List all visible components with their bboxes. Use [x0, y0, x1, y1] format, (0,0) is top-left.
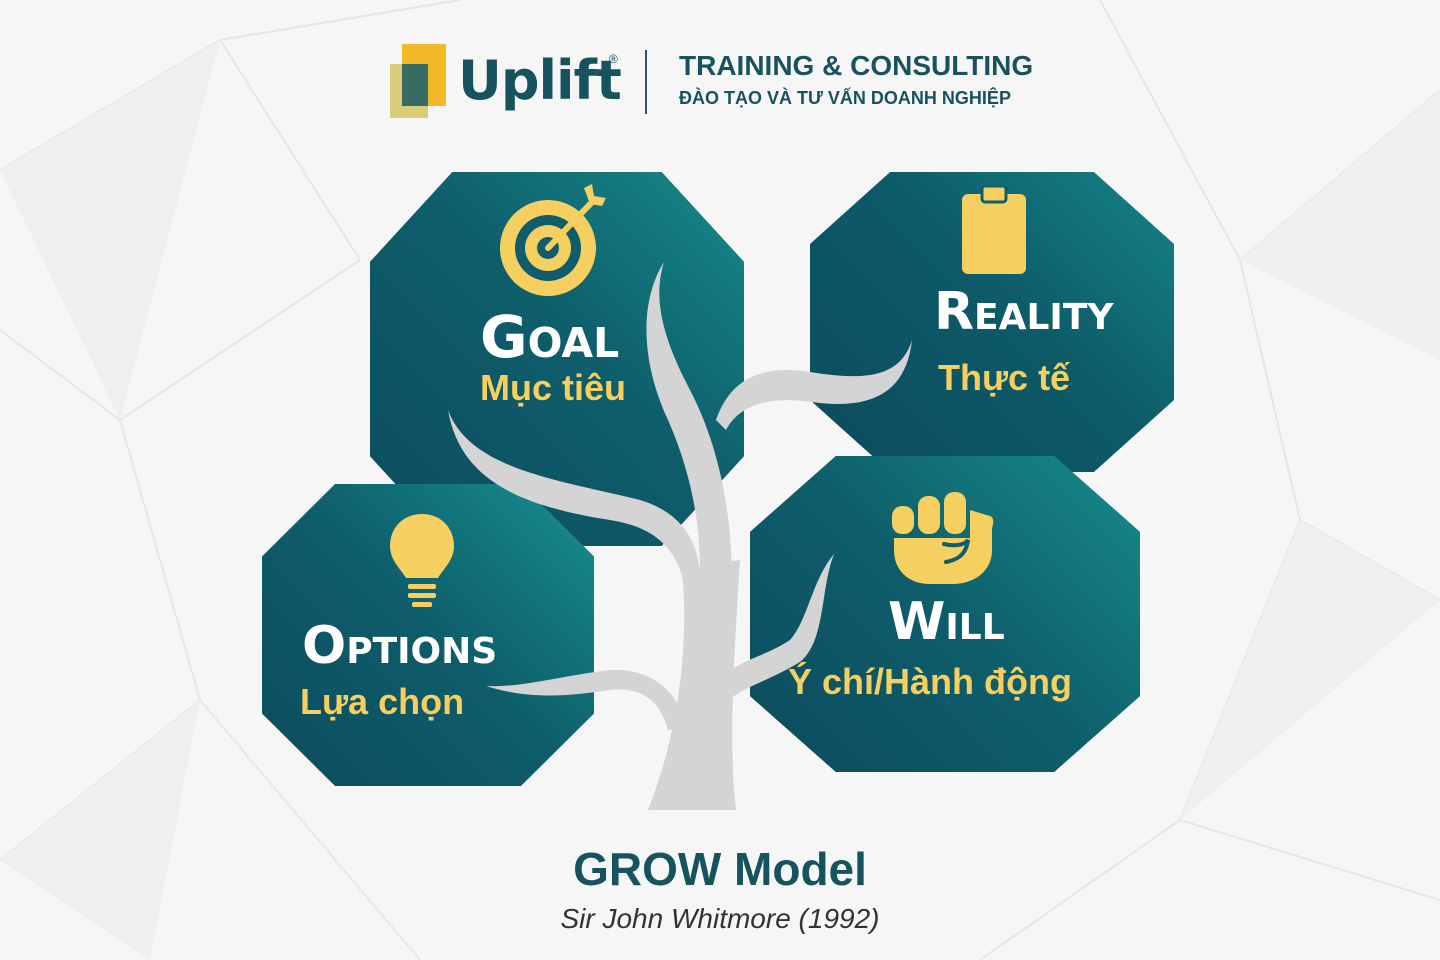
- will-subtitle: Ý chí/Hành động: [788, 661, 1072, 702]
- tagline-vietnamese: ĐÀO TẠO VÀ TƯ VẤN DOANH NGHIỆP: [679, 88, 1011, 108]
- header-divider: [645, 50, 647, 114]
- model-title: GROW Model: [573, 843, 867, 895]
- brand-name: Uplift: [458, 49, 622, 112]
- registered-mark: ®: [609, 52, 618, 66]
- options-subtitle: Lựa chọn: [300, 681, 465, 722]
- uplift-logo-icon: [390, 44, 446, 118]
- reality-subtitle: Thực tế: [938, 357, 1071, 398]
- model-attribution: Sir John Whitmore (1992): [560, 903, 880, 934]
- tagline-english: TRAINING & CONSULTING: [679, 50, 1034, 81]
- clipboard-icon: [962, 186, 1026, 274]
- lightbulb-icon: [390, 514, 454, 607]
- options-title: Options: [302, 616, 498, 676]
- target-icon: [500, 184, 606, 296]
- fist-icon: [892, 492, 994, 584]
- goal-title: Goal: [480, 303, 620, 371]
- reality-title: Reality: [934, 282, 1114, 342]
- goal-subtitle: Mục tiêu: [480, 367, 627, 408]
- will-title: Will: [888, 592, 1005, 652]
